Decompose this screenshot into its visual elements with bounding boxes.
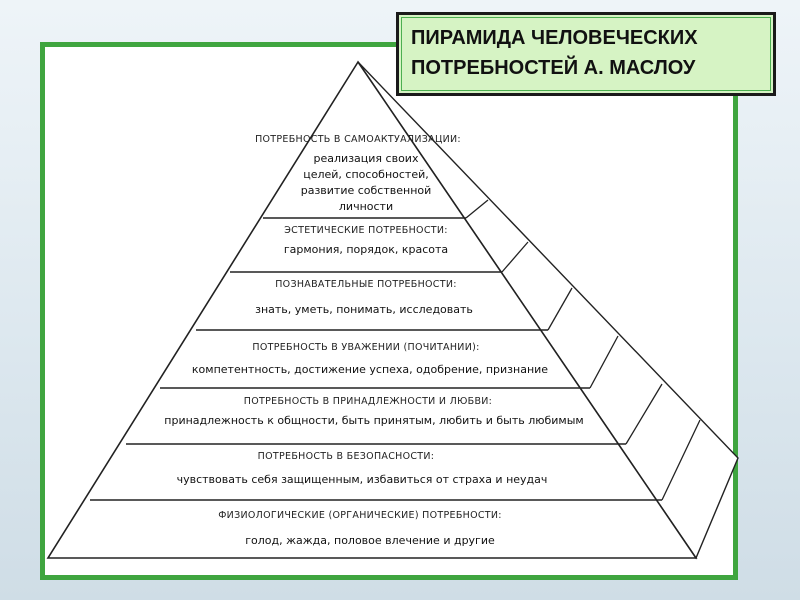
level-description: компетентность, достижение успеха, одобр… xyxy=(192,363,548,376)
level-description: знать, уметь, понимать, исследовать xyxy=(255,303,473,316)
side-connector xyxy=(501,241,529,273)
level-description: чувствовать себя защищенным, избавиться … xyxy=(177,473,548,486)
title-line-2: ПОТРЕБНОСТЕЙ А. МАСЛОУ xyxy=(411,57,696,79)
side-connector xyxy=(547,287,573,331)
level-description: личности xyxy=(339,200,393,213)
title-line-1: ПИРАМИДА ЧЕЛОВЕЧЕСКИХ xyxy=(411,27,698,49)
tier-dividers xyxy=(90,217,662,501)
level-heading: ФИЗИОЛОГИЧЕСКИЕ (ОРГАНИЧЕСКИЕ) ПОТРЕБНОС… xyxy=(218,510,502,521)
level-heading: ЭСТЕТИЧЕСКИЕ ПОТРЕБНОСТИ: xyxy=(284,225,448,236)
level-description: принадлежность к общности, быть принятым… xyxy=(164,414,583,427)
side-connector xyxy=(589,335,619,389)
level-heading: ПОТРЕБНОСТЬ В БЕЗОПАСНОСТИ: xyxy=(258,451,435,462)
side-connectors xyxy=(465,199,701,501)
side-connector xyxy=(465,199,489,219)
level-heading: ПОТРЕБНОСТЬ В ПРИНАДЛЕЖНОСТИ И ЛЮБВИ: xyxy=(244,396,492,407)
level-heading: ПОЗНАВАТЕЛЬНЫЕ ПОТРЕБНОСТИ: xyxy=(275,279,457,290)
side-connector xyxy=(661,419,701,501)
level-heading: ПОТРЕБНОСТЬ В УВАЖЕНИИ (ПОЧИТАНИИ): xyxy=(252,342,479,353)
level-description: гармония, порядок, красота xyxy=(284,243,448,256)
level-description: голод, жажда, половое влечение и другие xyxy=(245,534,495,547)
level-heading: ПОТРЕБНОСТЬ В САМОАКТУАЛИЗАЦИИ: xyxy=(255,134,461,145)
level-description: реализация своих xyxy=(314,152,419,165)
level-description: целей, способностей, xyxy=(303,168,429,181)
level-description: развитие собственной xyxy=(301,184,432,197)
side-connector xyxy=(625,383,663,445)
title-box: ПИРАМИДА ЧЕЛОВЕЧЕСКИХ ПОТРЕБНОСТЕЙ А. МА… xyxy=(396,12,776,96)
pyramid-front-face xyxy=(46,60,698,559)
